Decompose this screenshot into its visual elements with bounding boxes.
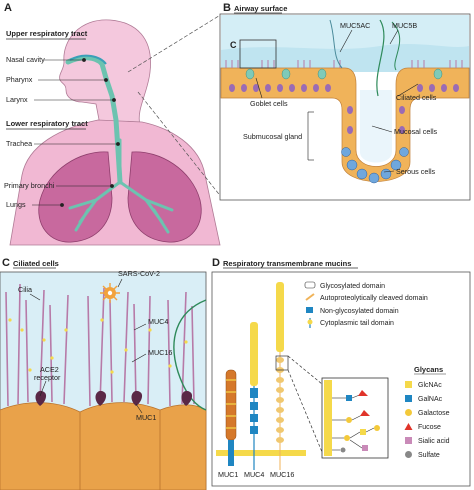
label-goblet-cells: Goblet cells	[250, 99, 288, 108]
sulfate-icon	[405, 451, 412, 458]
muc16-structure	[275, 282, 289, 470]
glycan-chains	[332, 390, 380, 453]
label-ace2: ACE2	[40, 365, 59, 374]
label-larynx: Larynx	[6, 95, 28, 104]
label-muc1: MUC1	[136, 413, 156, 422]
label-sars-cov-2: SARS-CoV-2	[118, 269, 160, 278]
legend-fucose: Fucose	[418, 424, 441, 431]
galnac-icon	[405, 395, 412, 402]
label-serous-cells: Serous cells	[396, 167, 436, 176]
panel-c-label-lines	[29, 278, 147, 414]
label-lungs: Lungs	[6, 200, 26, 209]
lower-tract-title: Lower respiratory tract	[6, 119, 88, 128]
ace2-receptors	[35, 390, 193, 406]
glycan-legend: Glycans GlcNAc GalNAc Galactose Fucose S…	[404, 365, 450, 459]
panel-d-letter: D	[212, 257, 220, 269]
label-muc5ac: MUC5AC	[340, 21, 370, 30]
label-muc1-d: MUC1	[218, 470, 238, 479]
label-muc5b: MUC5B	[392, 21, 417, 30]
legend-non-glycosylated: Non-glycosylated domain	[320, 308, 399, 315]
label-submucosal-gland: Submucosal gland	[243, 132, 302, 141]
muc4-structure	[250, 322, 258, 470]
sialic-acid-icon	[405, 437, 412, 444]
lungs-illustration	[38, 138, 202, 243]
domain-legend: Glycosylated domain Autoproteolytically …	[304, 281, 428, 328]
legend-glycosylated: Glycosylated domain	[320, 283, 385, 290]
legend-cytoplasmic-tail: Cytoplasmic tail domain	[320, 320, 394, 327]
panel-a-label-lines	[32, 58, 120, 207]
glycan-zoom-box	[321, 377, 389, 459]
legend-sialic-acid: Sialic acid	[418, 438, 450, 445]
panel-d-title: Respiratory transmembrane mucins	[223, 259, 351, 268]
panel-c-title: Ciliated cells	[13, 259, 59, 268]
sars-cov-2-icon	[100, 283, 120, 303]
glcnac-icon	[405, 381, 412, 388]
label-ciliated-cells: Ciliated cells	[396, 93, 437, 102]
legend-galactose: Galactose	[418, 410, 450, 417]
cilia-glycans	[8, 318, 188, 374]
label-muc4: MUC4	[148, 317, 168, 326]
inset-c-letter: C	[230, 40, 237, 50]
panel-a: A Upper respiratory tract Lower respirat…	[4, 2, 221, 246]
muc1-structure	[225, 369, 237, 466]
fucose-icon	[404, 423, 413, 430]
label-muc4-d: MUC4	[244, 470, 264, 479]
legend-autoproteolytic: Autoproteolytically cleaved domain	[320, 295, 428, 302]
label-pharynx: Pharynx	[6, 75, 33, 84]
panel-b-label-lines	[255, 29, 419, 173]
zoom-connectors	[127, 13, 223, 199]
galactose-icon	[405, 409, 412, 416]
label-receptor: receptor	[34, 373, 61, 382]
label-mucosal-cells: Mucosal cells	[394, 127, 438, 136]
glycans-title: Glycans	[414, 365, 443, 374]
panel-c: C Ciliated cells	[0, 257, 207, 490]
cilia-bundle	[5, 283, 195, 407]
panel-c-letter: C	[2, 257, 10, 269]
upper-tract-title: Upper respiratory tract	[6, 29, 88, 38]
epithelial-nuclei	[229, 84, 459, 134]
panel-b-letter: B	[223, 2, 231, 14]
legend-glcnac: GlcNAc	[418, 382, 442, 389]
label-primary-bronchi: Primary bronchi	[4, 181, 55, 190]
label-cilia: Cilia	[18, 285, 32, 294]
panel-a-letter: A	[4, 2, 12, 14]
label-nasal-cavity: Nasal cavity	[6, 55, 45, 64]
label-muc16: MUC16	[148, 348, 172, 357]
inset-c-box	[239, 39, 277, 69]
goblet-cells	[245, 68, 443, 80]
label-muc16-d: MUC16	[270, 470, 294, 479]
label-trachea: Trachea	[6, 139, 32, 148]
legend-galnac: GalNAc	[418, 396, 443, 403]
panel-b-title: Airway surface	[234, 4, 287, 13]
panel-d: D Respiratory transmembrane mucins	[211, 257, 471, 487]
panel-b: B Airway surface	[219, 2, 471, 201]
airway-cilia	[225, 60, 463, 68]
legend-sulfate: Sulfate	[418, 452, 440, 459]
